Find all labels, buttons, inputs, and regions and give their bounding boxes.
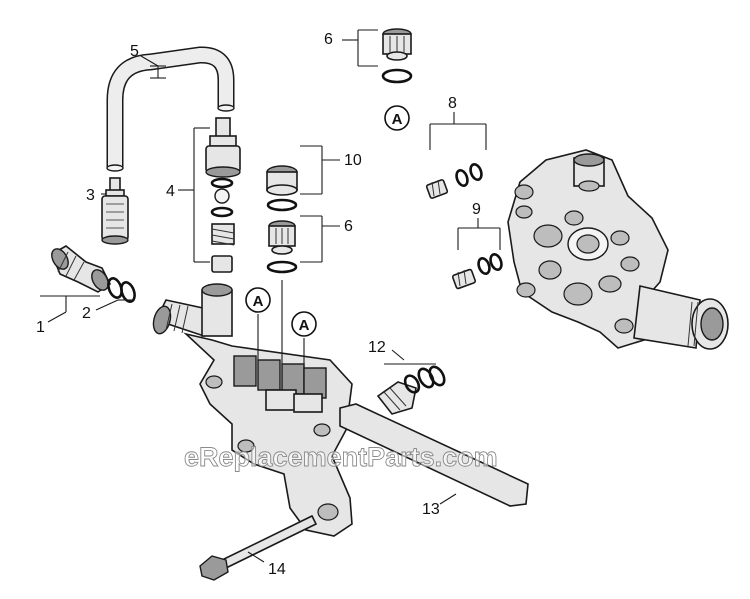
callout-10: 10 bbox=[344, 152, 362, 169]
part-9-valve-set bbox=[451, 252, 503, 290]
part-1-inlet-fitting bbox=[50, 245, 112, 293]
marker-a-label: A bbox=[392, 111, 403, 128]
part-8-valve-set bbox=[425, 162, 483, 199]
part-6-check-valve-top bbox=[381, 28, 413, 84]
pump-head-housing bbox=[507, 149, 729, 350]
part-10-plug bbox=[266, 165, 298, 212]
callout-6-middle: 6 bbox=[344, 218, 353, 235]
part-3-inlet-filter bbox=[101, 177, 129, 245]
callout-14: 14 bbox=[268, 561, 286, 578]
watermark-text: eReplacementParts.com bbox=[184, 442, 498, 472]
leader-lines bbox=[40, 29, 501, 563]
marker-a-label: A bbox=[253, 293, 264, 310]
circle-marker-a-left: A bbox=[245, 287, 271, 313]
callout-12: 12 bbox=[368, 339, 386, 356]
part-14-bolt bbox=[199, 514, 318, 581]
circle-marker-a-right: A bbox=[291, 311, 317, 337]
callout-3: 3 bbox=[86, 187, 95, 204]
part-12-valve-assembly bbox=[376, 365, 446, 415]
callout-2: 2 bbox=[82, 305, 91, 322]
callout-1: 1 bbox=[36, 319, 45, 336]
part-4-unloader-assembly bbox=[205, 117, 241, 273]
marker-a-label: A bbox=[299, 317, 310, 334]
callout-4: 4 bbox=[166, 183, 175, 200]
callout-13: 13 bbox=[422, 501, 440, 518]
callout-6-top: 6 bbox=[324, 31, 333, 48]
circle-marker-a-top: A bbox=[384, 105, 410, 131]
manifold-body bbox=[152, 283, 353, 537]
part-5-bypass-tube bbox=[106, 46, 235, 172]
part-2-o-rings bbox=[107, 277, 136, 303]
callout-9: 9 bbox=[472, 201, 481, 218]
part-13-flat-bar bbox=[339, 403, 529, 507]
callout-8: 8 bbox=[448, 95, 457, 112]
part-6-check-valve-middle bbox=[266, 220, 298, 274]
callout-5: 5 bbox=[130, 43, 139, 60]
